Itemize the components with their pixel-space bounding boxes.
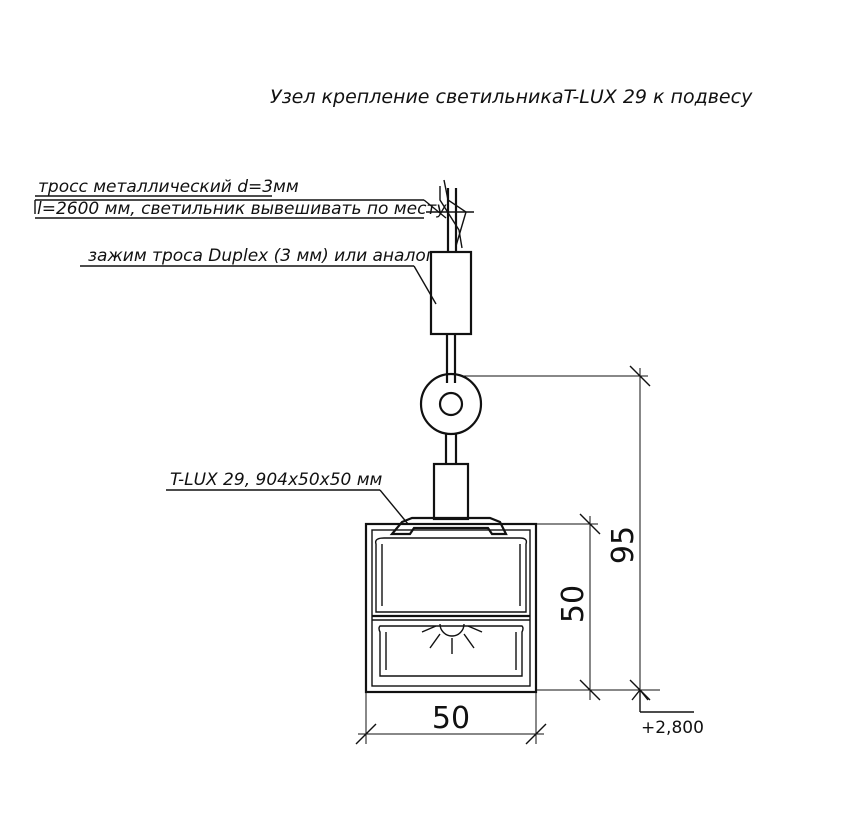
- dim-profile-height-value: 50: [556, 585, 591, 623]
- cable-label-line2: l=2600 мм, светильник вывешивать по мест…: [37, 199, 447, 219]
- eye-bolt: [419, 372, 483, 521]
- clamp-label: зажим троса Duplex (3 мм) или аналог: [88, 246, 435, 266]
- profile-section: [364, 516, 538, 694]
- dim-profile-width: 50: [355, 692, 547, 745]
- cable-label-line1: тросс металлический d=3мм: [38, 177, 299, 197]
- level-mark: +2,800: [631, 689, 704, 738]
- fixture-callout: T-LUX 29, 904х50х50 мм: [166, 470, 409, 525]
- dim-total-height: 95: [462, 365, 660, 704]
- level-mark-value: +2,800: [641, 718, 704, 738]
- cable-lower: [445, 334, 457, 383]
- cable-clamp: [429, 250, 473, 336]
- steel-cable: [426, 179, 474, 252]
- dim-total-height-value: 95: [606, 526, 641, 564]
- clamp-callout: зажим троса Duplex (3 мм) или аналог: [80, 246, 437, 305]
- fixture-label: T-LUX 29, 904х50х50 мм: [170, 470, 383, 490]
- dim-profile-width-value: 50: [432, 701, 470, 736]
- drawing-title: Узел крепление светильникаT-LUX 29 к под…: [270, 86, 753, 108]
- dim-profile-height: 50: [536, 513, 601, 701]
- cable-callout: тросс металлический d=3мм l=2600 мм, све…: [34, 177, 447, 219]
